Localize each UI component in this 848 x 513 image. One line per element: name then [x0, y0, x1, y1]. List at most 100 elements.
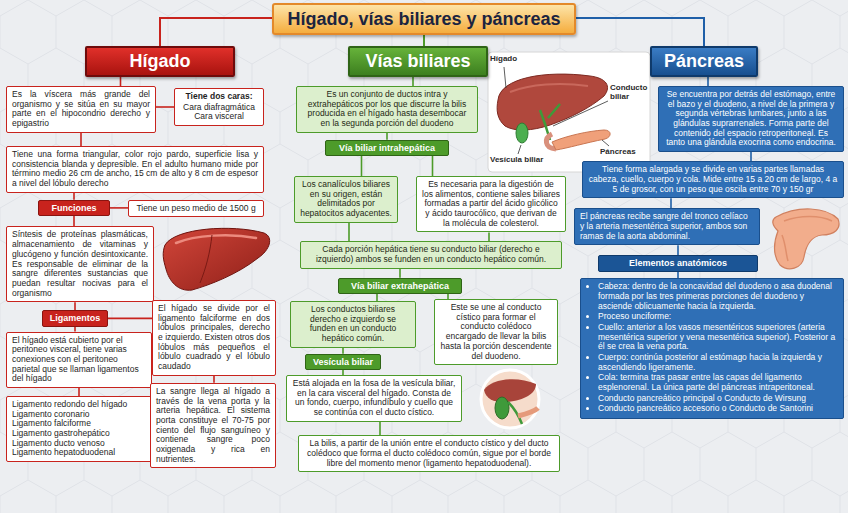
biliary-illustration — [488, 52, 650, 172]
info-box: Se encuentra por detrás del estómago, en… — [658, 86, 844, 152]
part-label: Hígado — [490, 55, 530, 64]
box-text: Es necesaria para la digestión de los al… — [422, 180, 560, 228]
connector — [110, 207, 128, 209]
connector — [412, 77, 414, 86]
box-text: Hígado — [91, 51, 229, 72]
connector — [73, 193, 75, 200]
leader-line — [553, 101, 608, 126]
pancreas-shape — [552, 130, 610, 150]
connector — [348, 223, 350, 242]
box-text: Síntesis de proteínas plasmáticas, almac… — [12, 230, 148, 298]
topic-label: Funciones — [38, 200, 110, 216]
box-text: Tiene una forma triangular, color rojo p… — [12, 150, 258, 189]
info-box: La sangre llega al hígado a través de la… — [150, 383, 276, 469]
liver-shape — [484, 379, 536, 402]
box-text: La bilis, a partir de la unión entre el … — [304, 439, 554, 468]
connector — [156, 106, 174, 108]
gallbladder-shape — [495, 397, 509, 419]
list-item: Ligamento ducto venoso — [12, 439, 146, 449]
box-text: Está alojada en la fosa de la vesícula b… — [292, 379, 456, 418]
pancreas-texture — [782, 217, 832, 262]
connector — [677, 245, 679, 255]
box-text: Es un conjunto de ductos intra y extrahe… — [302, 90, 472, 129]
box-heading: Tiene dos caras: — [180, 92, 258, 102]
box-text: Vía biliar intrahepática — [329, 143, 445, 153]
section-header: Hígado — [85, 46, 235, 77]
liver-lobe-line — [200, 235, 212, 283]
list-item: Cuello: anterior a los vasos mesentérico… — [598, 323, 838, 352]
info-box: El hígado está cubierto por el peritoneo… — [6, 332, 152, 388]
box-text: Los canalículos biliares en su origen, e… — [300, 180, 392, 219]
liver-illustration — [160, 223, 275, 293]
box-text: Se encuentra por detrás del estómago, en… — [664, 90, 838, 148]
box-text: Los conductos biliares derecho e izquier… — [296, 305, 410, 344]
connector — [74, 302, 76, 310]
part-label: Páncreas — [600, 148, 646, 157]
info-box: Tiene forma alargada y se divide en vari… — [582, 161, 844, 198]
info-box: Tiene un peso medio de 1500 g — [128, 200, 264, 218]
info-box: Está alojada en la fosa de la vesícula b… — [286, 375, 462, 422]
list-item: Ligamento redondo del hígado — [12, 400, 146, 410]
list-item: Conducto pancreático principal o Conduct… — [598, 394, 838, 404]
info-box: Ligamento redondo del hígadoLigamento co… — [6, 396, 152, 462]
leader-line — [518, 145, 521, 154]
info-box: Los canalículos biliares en su origen, e… — [294, 176, 398, 223]
info-box: Cada porción hepática tiene su conducto … — [300, 241, 562, 268]
info-box: Los conductos biliares derecho e izquier… — [290, 301, 416, 348]
box-text: Vesícula biliar — [309, 357, 377, 367]
connector — [488, 232, 490, 241]
topic-label: Vía biliar intrahepática — [325, 140, 449, 156]
list-item: Ligamento falciforme — [12, 419, 146, 429]
info-box: Es un conjunto de ductos intra y extrahe… — [296, 86, 478, 133]
gallbladder-illustration — [478, 368, 542, 430]
gallbladder-shape — [516, 123, 528, 143]
box-text: Tiene un peso medio de 1500 g — [134, 204, 258, 214]
info-box: El hígado se divide por el ligamento fal… — [152, 300, 276, 376]
connector — [750, 152, 752, 161]
connector — [342, 348, 344, 354]
bullet-list: Cabeza: dentro de la concavidad del duod… — [586, 282, 838, 414]
info-box: Cabeza: dentro de la concavidad del duod… — [580, 278, 844, 419]
topic-label: Elementos anatómicos — [598, 255, 758, 271]
topic-label: Vía biliar extrahepática — [338, 278, 462, 294]
list-item: Cabeza: dentro de la concavidad del duod… — [598, 282, 838, 311]
box-text: Vías biliares — [354, 51, 482, 72]
connector — [108, 318, 152, 320]
list-item: Conducto pancreático accesorio o Conduct… — [598, 404, 838, 414]
connector — [213, 376, 215, 383]
liver-highlight — [510, 84, 588, 92]
box-text: Elementos anatómicos — [602, 258, 754, 268]
box-text: Cada porción hepática tiene su conducto … — [306, 245, 556, 264]
part-label: Vesícula biliar — [490, 156, 554, 165]
list-item: Cola: termina tras pasar entre las capas… — [598, 373, 838, 392]
connector — [74, 327, 76, 332]
part-label: Conducto biliar — [610, 84, 650, 102]
title-banner: Hígado, vías biliares y páncreas — [272, 3, 575, 35]
box-text: Este se une al conducto cístico para for… — [440, 303, 552, 361]
box-text: Tiene forma alargada y se divide en vari… — [588, 165, 838, 194]
list-item: Proceso unciforme: — [598, 312, 838, 322]
box-text: El páncreas recibe sangre del tronco cel… — [580, 212, 754, 241]
pancreas-illustration — [764, 201, 844, 273]
box-text: Es la víscera más grande del organismo y… — [12, 90, 150, 129]
connector — [376, 294, 378, 301]
info-box: Tiene dos caras:Cara diafragmática Cara … — [174, 88, 264, 126]
connector — [80, 133, 82, 146]
box-text: Funciones — [42, 203, 106, 213]
list-item: Cuerpo: continúa posterior al estómago h… — [598, 353, 838, 372]
connector — [399, 269, 401, 278]
info-box: Síntesis de proteínas plasmáticas, almac… — [6, 226, 154, 302]
leader-line — [504, 67, 506, 88]
box-text: El hígado está cubierto por el peritoneo… — [12, 336, 146, 384]
liver-shape — [163, 229, 269, 291]
info-box: Este se une al conducto cístico para for… — [434, 299, 558, 365]
leader-line — [602, 140, 609, 146]
pancreas-shape — [518, 408, 538, 416]
info-box: Es la víscera más grande del organismo y… — [6, 86, 156, 133]
topic-label: Vesícula biliar — [305, 354, 381, 370]
connector — [361, 156, 363, 176]
list-item: Ligamento coronario — [12, 410, 146, 420]
illustration-frame — [488, 52, 650, 172]
connector — [379, 422, 381, 435]
